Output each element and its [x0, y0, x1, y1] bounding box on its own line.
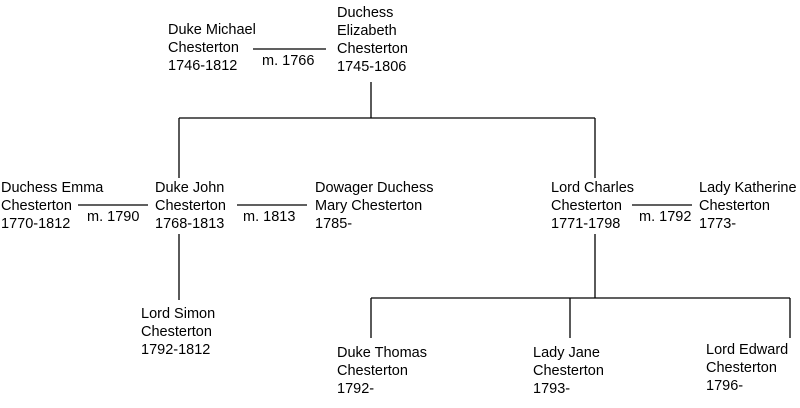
person-elizabeth-title: Duchess [337, 5, 394, 21]
person-elizabeth: Duchess Elizabeth Chesterton 1745-1806 [337, 4, 408, 76]
marriage-label-charles-katherine: m. 1792 [639, 209, 692, 225]
person-katherine-title: Lady Katherine [699, 180, 797, 196]
person-edward-title: Lord Edward [706, 342, 789, 358]
person-emma: Duchess Emma Chesterton 1770-1812 [1, 179, 103, 233]
person-katherine-surname: Chesterton [699, 198, 770, 214]
person-thomas: Duke Thomas Chesterton 1792- [337, 344, 427, 398]
person-edward-surname: Chesterton [706, 360, 777, 376]
person-emma-surname: Chesterton [1, 198, 72, 214]
person-jane-surname: Chesterton [533, 363, 604, 379]
person-emma-title: Duchess Emma [1, 180, 104, 196]
person-jane: Lady Jane Chesterton 1793- [533, 344, 604, 398]
person-thomas-title: Duke Thomas [337, 345, 427, 361]
person-john-title: Duke John [155, 180, 225, 196]
person-mary-name: Mary Chesterton [315, 198, 423, 214]
person-katherine: Lady Katherine Chesterton 1773- [699, 179, 797, 233]
person-michael-title: Duke Michael [168, 22, 256, 38]
marriage-label-michael-elizabeth: m. 1766 [262, 53, 315, 69]
person-michael-dates: 1746-1812 [168, 58, 238, 74]
person-john-dates: 1768-1813 [155, 216, 225, 232]
person-simon-surname: Chesterton [141, 324, 212, 340]
person-charles-title: Lord Charles [551, 180, 635, 196]
person-thomas-dates: 1792- [337, 381, 375, 397]
person-mary-title: Dowager Duchess [315, 180, 434, 196]
person-elizabeth-dates: 1745-1806 [337, 59, 407, 75]
person-mary-dates: 1785- [315, 216, 353, 232]
person-charles-surname: Chesterton [551, 198, 622, 214]
person-katherine-dates: 1773- [699, 216, 737, 232]
person-charles: Lord Charles Chesterton 1771-1798 [551, 179, 634, 233]
person-michael-surname: Chesterton [168, 40, 239, 56]
person-edward-dates: 1796- [706, 378, 744, 394]
person-simon: Lord Simon Chesterton 1792-1812 [141, 305, 215, 359]
person-mary: Dowager Duchess Mary Chesterton 1785- [315, 179, 433, 233]
person-edward: Lord Edward Chesterton 1796- [706, 341, 788, 395]
person-john-surname: Chesterton [155, 198, 226, 214]
person-thomas-surname: Chesterton [337, 363, 408, 379]
person-simon-dates: 1792-1812 [141, 342, 211, 358]
person-simon-title: Lord Simon [141, 306, 216, 322]
person-jane-dates: 1793- [533, 381, 571, 397]
person-jane-title: Lady Jane [533, 345, 600, 361]
person-elizabeth-surname: Chesterton [337, 41, 408, 57]
marriage-label-emma-john: m. 1790 [87, 209, 140, 225]
marriage-label-john-mary: m. 1813 [243, 209, 296, 225]
person-john: Duke John Chesterton 1768-1813 [155, 179, 226, 233]
person-elizabeth-name: Elizabeth [337, 23, 397, 39]
person-emma-dates: 1770-1812 [1, 216, 71, 232]
person-charles-dates: 1771-1798 [551, 216, 621, 232]
person-michael: Duke Michael Chesterton 1746-1812 [168, 21, 256, 75]
